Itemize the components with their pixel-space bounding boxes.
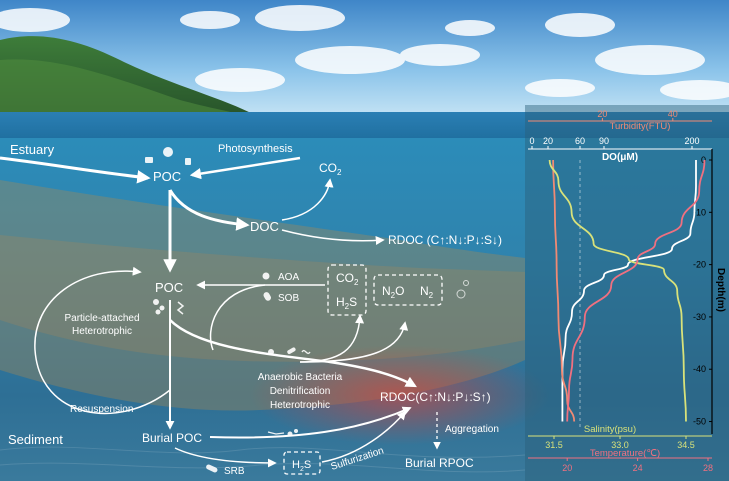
label-heterotrophic: Heterotrophic	[270, 400, 330, 411]
particle-icon	[145, 157, 153, 163]
do-tick-label: 0	[529, 136, 534, 146]
label-aggregation: Aggregation	[445, 424, 499, 435]
label-burial-poc: Burial POC	[142, 431, 202, 445]
do-tick-label: 20	[543, 136, 553, 146]
label-estuary: Estuary	[10, 142, 55, 157]
label-photosynthesis: Photosynthesis	[218, 143, 293, 155]
label-sob: SOB	[278, 293, 299, 304]
label-denitrification: Denitrification	[270, 386, 331, 397]
temperature-tick-label: 20	[562, 463, 572, 473]
particle-icon	[288, 432, 293, 437]
temperature-tick-label: 24	[633, 463, 643, 473]
particle-icon	[185, 158, 191, 165]
turbidity-axis-label: Turbidity(FTU)	[610, 121, 671, 132]
label-aoa: AOA	[278, 272, 299, 283]
label-rdoc-lower: RDOC(C↑:N↓:P↓:S↑)	[380, 390, 491, 404]
label-poc-mid: POC	[155, 280, 183, 295]
turbidity-tick-label: 20	[597, 109, 607, 119]
label-rdoc-upper: RDOC (C↑:N↓:P↓:S↓)	[388, 233, 502, 247]
particle-icon	[160, 306, 165, 311]
label-poc-surface: POC	[153, 169, 181, 184]
temperature-axis-label: Temperature(℃)	[590, 448, 660, 459]
bacteria-icon	[268, 349, 274, 355]
label-doc: DOC	[250, 219, 279, 234]
turbidity-tick-label: 40	[668, 109, 678, 119]
label-particle-heterotrophic: Heterotrophic	[72, 326, 132, 337]
salinity-axis-label: Salinity(psu)	[584, 424, 636, 435]
salinity-tick-label: 34.5	[677, 440, 695, 450]
particle-icon	[163, 147, 173, 157]
do-tick-label: 200	[684, 136, 699, 146]
particle-icon	[153, 299, 159, 305]
label-srb: SRB	[224, 466, 245, 477]
do-tick-label: 60	[575, 136, 585, 146]
label-sediment: Sediment	[8, 432, 63, 447]
aoa-icon	[263, 273, 270, 280]
label-resuspension: Resuspension	[70, 404, 133, 415]
do-axis-label: DO(μM)	[602, 152, 638, 163]
depth-tick-label: -40	[693, 364, 706, 374]
depth-tick-label: -50	[693, 417, 706, 427]
salinity-tick-label: 31.5	[545, 440, 563, 450]
particle-icon	[156, 310, 161, 315]
label-anaerobic: Anaerobic Bacteria	[258, 372, 343, 383]
particle-icon	[294, 429, 298, 433]
label-burial-rpoc: Burial RPOC	[405, 456, 474, 470]
do-tick-label: 90	[599, 136, 609, 146]
label-particle-attached: Particle-attached	[64, 313, 139, 324]
depth-tick-label: -30	[693, 312, 706, 322]
depth-tick-label: -20	[693, 260, 706, 270]
depth-axis-label: Depth(m)	[715, 268, 726, 312]
temperature-tick-label: 28	[703, 463, 713, 473]
